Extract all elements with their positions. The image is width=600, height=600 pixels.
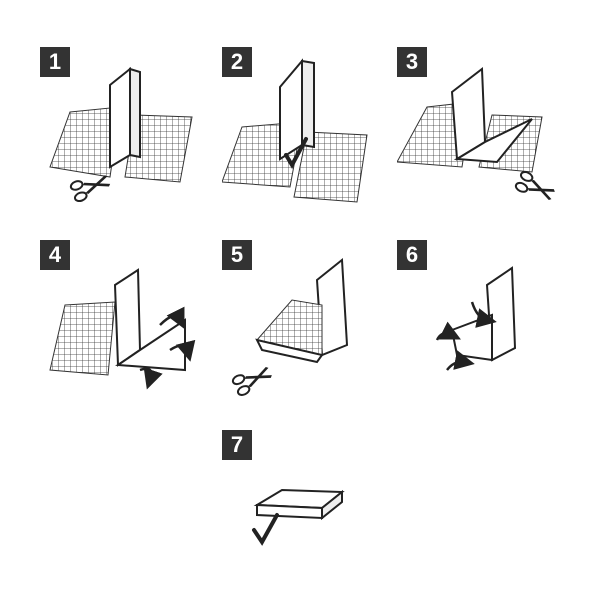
step-illustration xyxy=(49,268,196,390)
step-illustration xyxy=(230,258,349,398)
step-number-badge: 7 xyxy=(222,430,252,460)
check-icon xyxy=(252,513,279,546)
arrow-icon xyxy=(446,350,475,371)
scissors-icon xyxy=(513,169,559,206)
step-number-badge: 5 xyxy=(222,240,252,270)
arrow-icon xyxy=(470,301,497,328)
arrow-icon xyxy=(435,321,461,341)
step-4: 4 xyxy=(40,240,220,410)
step-number-badge: 1 xyxy=(40,47,70,77)
arrow-icon xyxy=(169,339,196,362)
step-5: 5 xyxy=(222,240,402,410)
step-2: 2 xyxy=(222,47,402,217)
arrow-icon xyxy=(159,306,185,329)
step-number-badge: 6 xyxy=(397,240,427,270)
step-illustration xyxy=(435,266,517,371)
step-illustration xyxy=(222,58,368,203)
scissors-icon xyxy=(230,361,276,398)
arrow-icon xyxy=(139,367,163,390)
step-7: 7 xyxy=(222,430,402,600)
step-1: 1 xyxy=(40,47,220,217)
step-illustration xyxy=(49,66,193,204)
step-illustration xyxy=(397,67,559,206)
step-number-badge: 4 xyxy=(40,240,70,270)
step-3: 3 xyxy=(397,47,577,217)
step-number-badge: 2 xyxy=(222,47,252,77)
step-illustration xyxy=(252,488,345,546)
check-icon xyxy=(284,137,308,170)
step-6: 6 xyxy=(397,240,577,410)
step-number-badge: 3 xyxy=(397,47,427,77)
